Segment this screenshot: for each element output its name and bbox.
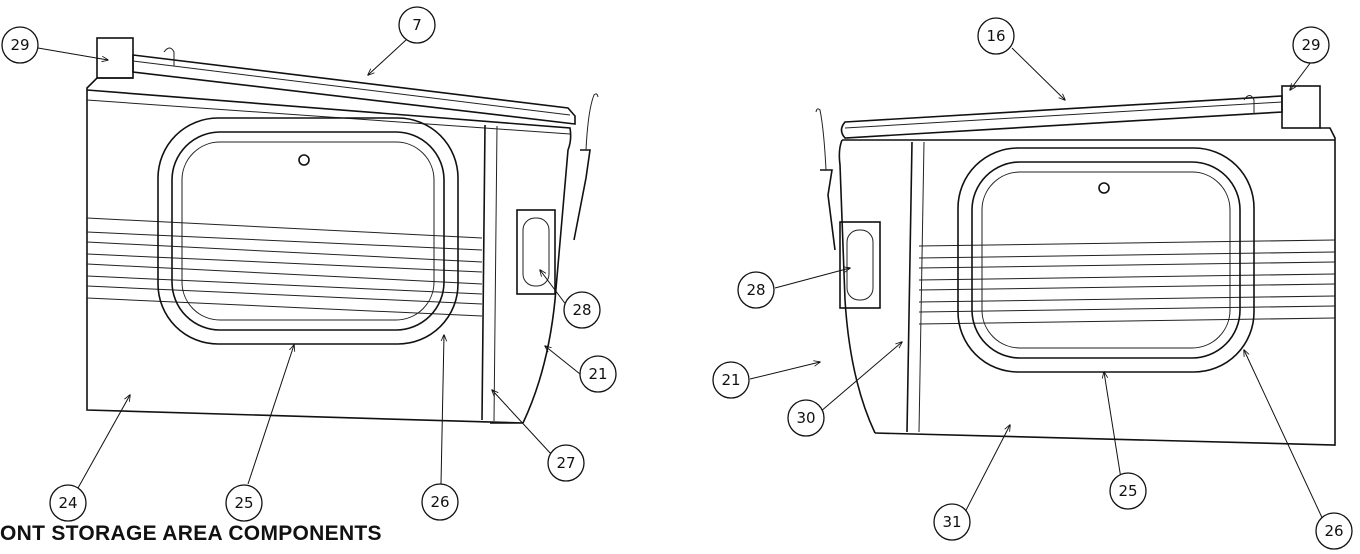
callout-left-25: 25 [225, 484, 263, 522]
left-window-glass [181, 141, 435, 321]
svg-text:27: 27 [556, 454, 575, 472]
leader-lines [37, 39, 1326, 525]
callout-right-26: 26 [1315, 512, 1353, 550]
svg-text:25: 25 [234, 494, 253, 512]
svg-text:31: 31 [942, 513, 961, 531]
svg-text:7: 7 [412, 16, 422, 34]
svg-text:16: 16 [986, 27, 1005, 45]
right-access-plate [839, 221, 881, 309]
svg-text:21: 21 [721, 371, 740, 389]
callout-right-21: 21 [712, 361, 750, 399]
callout-left-21: 21 [579, 355, 617, 393]
right-latch [820, 169, 836, 251]
svg-text:30: 30 [796, 409, 815, 427]
svg-text:26: 26 [430, 493, 449, 511]
callout-left-26: 26 [421, 483, 459, 521]
svg-text:25: 25 [1118, 482, 1137, 500]
right-trim-stripes [918, 239, 1336, 325]
right-window-frame [957, 147, 1255, 373]
left-lock-icon [298, 154, 310, 166]
callout-left-24: 24 [49, 484, 87, 522]
svg-text:28: 28 [746, 281, 765, 299]
left-latch [573, 149, 591, 241]
svg-text:24: 24 [58, 494, 77, 512]
left-lid-rail [132, 54, 576, 125]
figure-caption: ONT STORAGE AREA COMPONENTS [0, 522, 382, 545]
right-lock-icon [1098, 182, 1110, 194]
left-end-cap [96, 37, 134, 79]
right-window-glass [981, 171, 1231, 349]
left-trim-stripes [86, 217, 483, 317]
callout-left-7: 7 [398, 6, 436, 44]
right-storage-assembly [815, 85, 1336, 446]
svg-text:29: 29 [10, 36, 29, 54]
left-window-frame [157, 117, 459, 345]
callout-right-28: 28 [737, 271, 775, 309]
callout-right-31: 31 [933, 503, 971, 541]
svg-text:26: 26 [1324, 522, 1343, 540]
callout-right-25: 25 [1109, 472, 1147, 510]
right-divider-post [906, 141, 913, 433]
left-body-outline [86, 77, 524, 424]
left-divider-post [481, 124, 486, 421]
callout-left-29: 29 [1, 26, 39, 64]
svg-text:21: 21 [588, 365, 607, 383]
callout-right-29: 29 [1292, 26, 1330, 64]
callout-left-27: 27 [547, 444, 585, 482]
left-storage-assembly [86, 37, 599, 424]
right-lid-rail [840, 95, 1283, 139]
svg-text:28: 28 [572, 301, 591, 319]
right-end-cap [1281, 85, 1321, 129]
callout-right-30: 30 [787, 399, 825, 437]
left-access-plate [516, 209, 556, 295]
callout-right-16: 16 [977, 17, 1015, 55]
callout-left-28: 28 [563, 291, 601, 329]
right-body-outline [874, 127, 1336, 446]
svg-text:29: 29 [1301, 36, 1320, 54]
